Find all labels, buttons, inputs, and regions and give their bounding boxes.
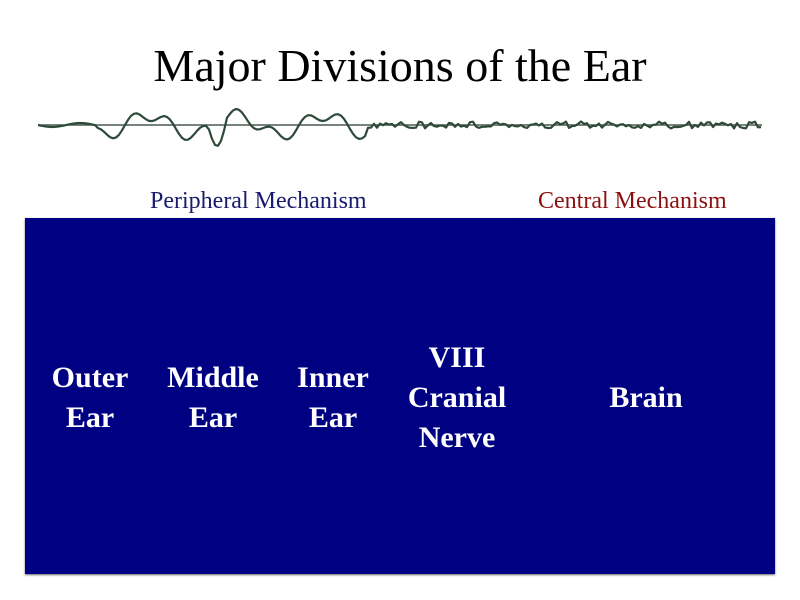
division-cranial-nerve-line-2: Cranial xyxy=(407,381,507,414)
division-cranial-nerve: VIII Cranial Nerve xyxy=(408,338,506,458)
division-outer-ear: Outer Ear xyxy=(52,358,129,438)
ear-divisions-panel: Outer Ear Middle Ear Inner Ear VIII Cran… xyxy=(25,218,775,574)
division-outer-ear-line-1: Outer xyxy=(51,361,129,394)
slide-title: Major Divisions of the Ear xyxy=(153,40,647,91)
division-inner-ear-line-1: Inner xyxy=(297,361,369,394)
peripheral-central-divider xyxy=(518,218,520,574)
central-mechanism-label: Central Mechanism xyxy=(538,188,727,214)
division-inner-ear-line-2: Ear xyxy=(308,401,358,434)
division-cranial-nerve-line-3: Nerve xyxy=(418,421,496,454)
division-brain-line-1: Brain xyxy=(609,381,683,414)
sound-waveform-graphic xyxy=(38,107,762,147)
division-brain: Brain xyxy=(609,378,682,418)
division-inner-ear: Inner Ear xyxy=(297,358,369,438)
division-middle-ear-line-1: Middle xyxy=(167,361,259,394)
division-outer-ear-line-2: Ear xyxy=(65,401,115,434)
division-middle-ear: Middle Ear xyxy=(167,358,259,438)
division-cranial-nerve-line-1: VIII xyxy=(428,341,486,374)
peripheral-mechanism-label: Peripheral Mechanism xyxy=(150,188,367,214)
division-middle-ear-line-2: Ear xyxy=(188,401,238,434)
